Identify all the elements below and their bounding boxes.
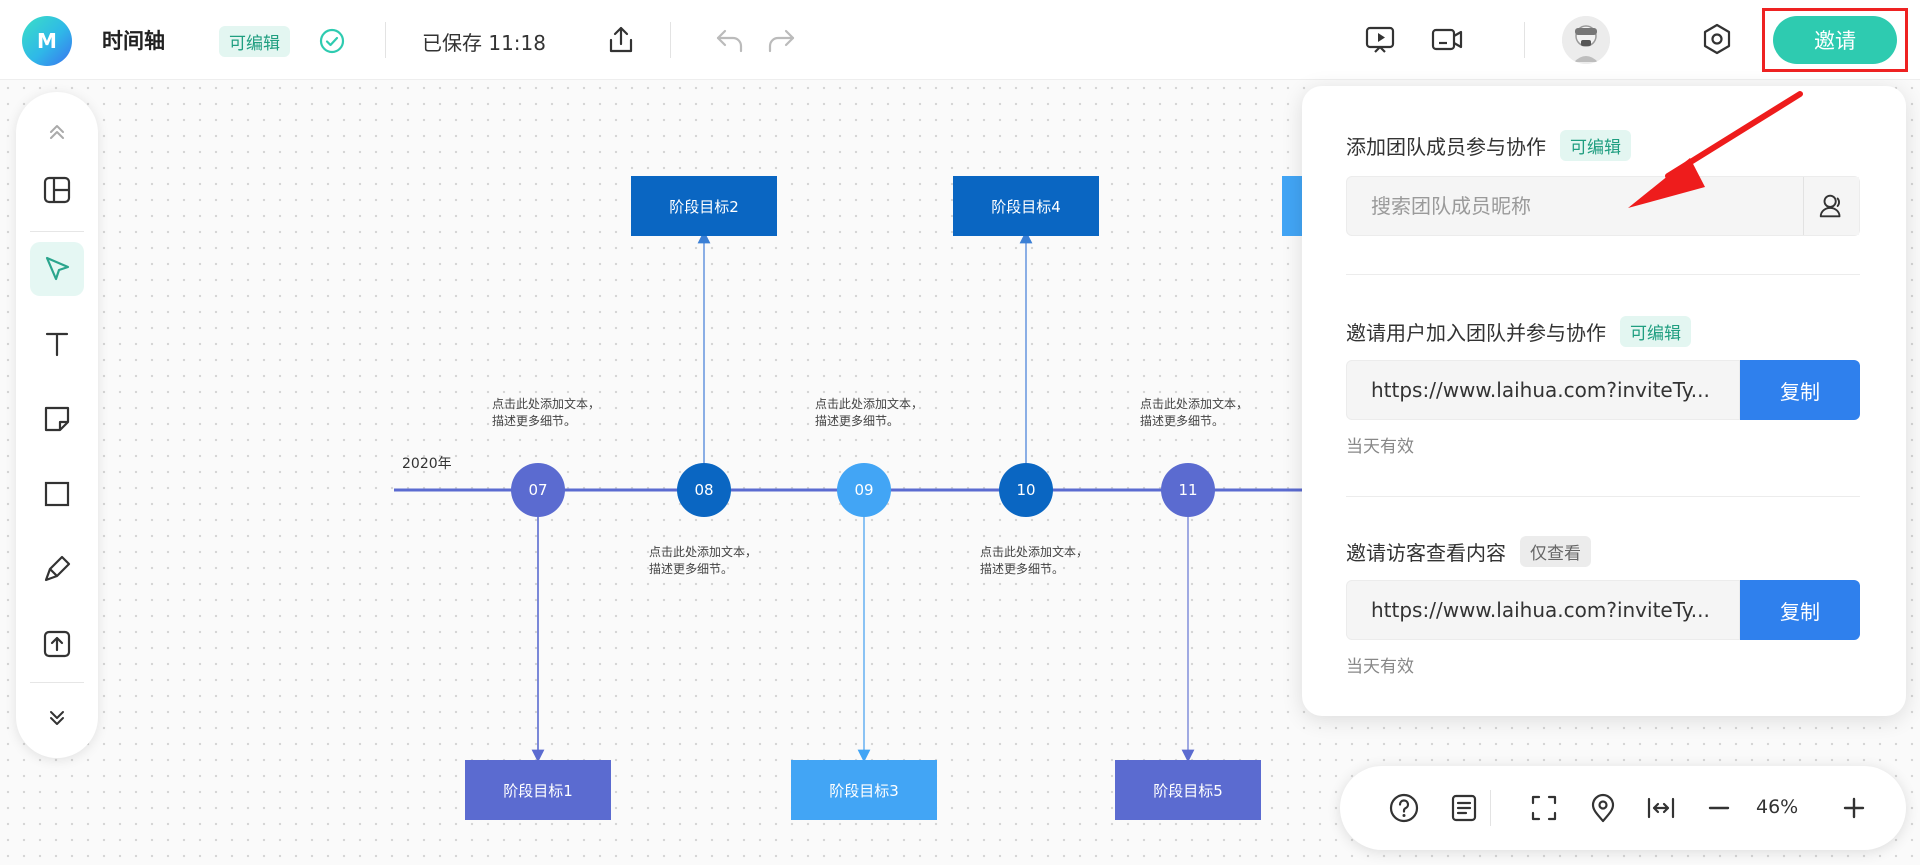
- guest-invite-link-row: https://www.laihua.com?inviteTy... 复制: [1346, 580, 1860, 640]
- note-line: 点击此处添加文本，: [492, 397, 601, 411]
- divider: [30, 682, 84, 683]
- settings-icon[interactable]: [1700, 22, 1734, 56]
- zoom-out-icon[interactable]: [1701, 790, 1737, 826]
- note-line: 描述更多细节。: [1140, 414, 1225, 428]
- link-validity-text: 当天有效: [1346, 657, 1414, 677]
- team-section-title: 添加团队成员参与协作: [1346, 135, 1546, 159]
- user-section-title: 邀请用户加入团队并参与协作: [1346, 321, 1606, 345]
- divider: [385, 22, 386, 58]
- select-pointer-icon[interactable]: [30, 242, 84, 296]
- top-bar: M 时间轴 可编辑 已保存 11:18 邀请: [0, 0, 1920, 80]
- link-validity-text: 当天有效: [1346, 437, 1414, 457]
- help-icon[interactable]: [1386, 790, 1422, 826]
- copy-guest-link-button[interactable]: 复制: [1740, 580, 1860, 640]
- invite-button[interactable]: 邀请: [1773, 16, 1897, 64]
- permission-badge: 可编辑: [1620, 316, 1691, 347]
- timeline-node[interactable]: 10: [999, 463, 1053, 517]
- location-icon[interactable]: [1585, 790, 1621, 826]
- redo-icon[interactable]: [764, 23, 798, 57]
- timeline-node[interactable]: 08: [677, 463, 731, 517]
- timeline-node[interactable]: 09: [837, 463, 891, 517]
- user-section-header: 邀请用户加入团队并参与协作 可编辑: [1346, 316, 1691, 347]
- zoom-in-icon[interactable]: [1836, 790, 1872, 826]
- note-line: 点击此处添加文本，: [649, 545, 758, 559]
- note-line: 点击此处添加文本，: [980, 545, 1089, 559]
- check-circle-icon: [317, 26, 347, 56]
- fullscreen-icon[interactable]: [1526, 790, 1562, 826]
- stage-goal-box-partial[interactable]: [1282, 176, 1302, 236]
- video-call-icon[interactable]: [1430, 22, 1464, 56]
- guest-section-title: 邀请访客查看内容: [1346, 541, 1506, 565]
- whiteboard-canvas[interactable]: 2020年 07 08 09 10 11 阶段目标2 阶段目标4 阶段目标1 阶…: [0, 80, 1920, 865]
- stage-goal-box[interactable]: 阶段目标3: [791, 760, 937, 820]
- note-line: 描述更多细节。: [492, 414, 577, 428]
- timeline-note[interactable]: 点击此处添加文本， 描述更多细节。: [1140, 396, 1270, 430]
- invite-highlight-box: 邀请: [1762, 8, 1908, 72]
- collapse-up-icon[interactable]: [30, 106, 84, 160]
- team-section-header: 添加团队成员参与协作 可编辑: [1346, 130, 1631, 161]
- timeline-note[interactable]: 点击此处添加文本， 描述更多细节。: [815, 396, 945, 430]
- zoom-level[interactable]: 46%: [1756, 796, 1799, 818]
- timeline-node[interactable]: 11: [1161, 463, 1215, 517]
- share-icon[interactable]: [604, 23, 638, 57]
- note-line: 描述更多细节。: [980, 562, 1065, 576]
- divider: [1490, 790, 1491, 826]
- permission-badge: 可编辑: [219, 26, 290, 57]
- permission-badge: 可编辑: [1560, 130, 1631, 161]
- expand-down-icon[interactable]: [30, 690, 84, 744]
- stage-goal-box[interactable]: 阶段目标4: [953, 176, 1099, 236]
- divider: [1346, 274, 1860, 275]
- user-invite-link-row: https://www.laihua.com?inviteTy... 复制: [1346, 360, 1860, 420]
- divider: [1524, 22, 1525, 58]
- note-line: 描述更多细节。: [815, 414, 900, 428]
- timeline-note[interactable]: 点击此处添加文本， 描述更多细节。: [649, 544, 779, 578]
- fit-width-icon[interactable]: [1643, 790, 1679, 826]
- saved-status: 已保存 11:18: [422, 31, 546, 55]
- guest-invite-link[interactable]: https://www.laihua.com?inviteTy...: [1346, 580, 1740, 640]
- app-logo[interactable]: M: [22, 16, 72, 66]
- user-invite-link[interactable]: https://www.laihua.com?inviteTy...: [1346, 360, 1740, 420]
- pen-icon[interactable]: [30, 542, 84, 596]
- add-member-icon[interactable]: [1803, 177, 1859, 235]
- member-search: [1346, 176, 1860, 236]
- sticky-note-icon[interactable]: [30, 392, 84, 446]
- stage-goal-box[interactable]: 阶段目标1: [465, 760, 611, 820]
- timeline-year-label[interactable]: 2020年: [402, 456, 452, 472]
- stage-goal-box[interactable]: 阶段目标5: [1115, 760, 1261, 820]
- rectangle-icon[interactable]: [30, 467, 84, 521]
- member-search-input[interactable]: [1347, 177, 1803, 235]
- divider: [670, 22, 671, 58]
- guest-section-header: 邀请访客查看内容 仅查看: [1346, 536, 1591, 567]
- note-line: 点击此处添加文本，: [1140, 397, 1249, 411]
- text-icon[interactable]: [30, 317, 84, 371]
- timeline-node[interactable]: 07: [511, 463, 565, 517]
- template-icon[interactable]: [30, 163, 84, 217]
- zoom-bar: 46%: [1340, 766, 1906, 850]
- invite-panel: 添加团队成员参与协作 可编辑 邀请用户加入团队并参与协作 可编辑 https:/…: [1302, 86, 1906, 716]
- stage-goal-box[interactable]: 阶段目标2: [631, 176, 777, 236]
- undo-icon[interactable]: [713, 23, 747, 57]
- divider: [30, 231, 84, 232]
- user-avatar[interactable]: [1562, 16, 1610, 64]
- presentation-icon[interactable]: [1363, 22, 1397, 56]
- note-line: 描述更多细节。: [649, 562, 734, 576]
- timeline-note[interactable]: 点击此处添加文本， 描述更多细节。: [492, 396, 622, 430]
- document-title[interactable]: 时间轴: [102, 29, 165, 53]
- timeline-note[interactable]: 点击此处添加文本， 描述更多细节。: [980, 544, 1110, 578]
- upload-icon[interactable]: [30, 617, 84, 671]
- note-line: 点击此处添加文本，: [815, 397, 924, 411]
- permission-badge: 仅查看: [1520, 536, 1591, 567]
- left-toolbar: [16, 92, 98, 758]
- divider: [1346, 496, 1860, 497]
- notes-icon[interactable]: [1446, 790, 1482, 826]
- copy-user-link-button[interactable]: 复制: [1740, 360, 1860, 420]
